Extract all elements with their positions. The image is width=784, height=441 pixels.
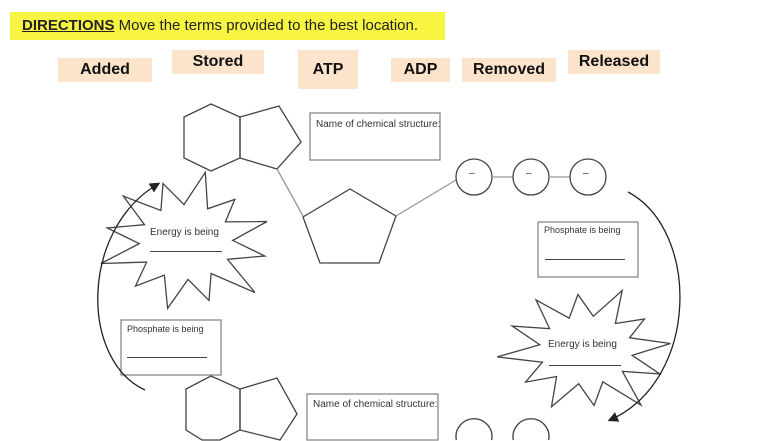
phosphate-label-left: Phosphate is being — [127, 324, 204, 334]
bond-line — [395, 179, 457, 217]
energy-starburst-left — [100, 170, 268, 311]
adenine-hexagon-bottom — [185, 375, 241, 441]
phosphate-blank-left[interactable] — [127, 357, 207, 358]
term-added[interactable]: Added — [58, 58, 152, 82]
phosphate-circle — [512, 418, 550, 441]
phosphate-symbol: – — [583, 168, 589, 179]
directions-body: Move the terms provided to the best loca… — [114, 17, 419, 34]
energy-label-right: Energy is being — [548, 339, 617, 350]
phosphate-symbol: – — [526, 168, 532, 179]
phosphate-blank-right[interactable] — [545, 259, 625, 260]
directions-banner: DIRECTIONS Move the terms provided to th… — [10, 12, 445, 40]
adenine-pentagon-bottom — [239, 377, 298, 441]
phosphate-box-right[interactable] — [537, 221, 639, 278]
directions-heading: DIRECTIONS — [22, 17, 115, 34]
ribose-pentagon — [302, 188, 397, 264]
cycle-arrow-left — [97, 182, 161, 391]
phosphate-circle — [455, 418, 493, 441]
term-released[interactable]: Released — [568, 50, 660, 74]
directions-text: DIRECTIONS Move the terms provided to th… — [22, 17, 418, 34]
adenine-pentagon-top — [239, 105, 302, 170]
phosphate-label-right: Phosphate is being — [544, 225, 621, 235]
term-removed[interactable]: Removed — [462, 58, 556, 82]
energy-label-left: Energy is being — [150, 227, 219, 238]
name-box-top[interactable] — [309, 112, 441, 161]
term-stored[interactable]: Stored — [172, 50, 264, 74]
phosphate-box-left[interactable] — [120, 319, 222, 376]
phosphate-symbol: – — [469, 168, 475, 179]
cycle-arrow-right — [607, 191, 681, 422]
term-adp[interactable]: ADP — [391, 58, 450, 82]
adenine-hexagon-top — [183, 103, 241, 172]
energy-starburst-right — [497, 288, 671, 409]
name-label-bottom: Name of chemical structure: — [313, 399, 438, 410]
name-label-top: Name of chemical structure: — [316, 119, 441, 130]
term-atp[interactable]: ATP — [298, 50, 358, 89]
name-box-bottom[interactable] — [306, 393, 439, 441]
phosphate-circle — [569, 158, 607, 196]
bond-line — [276, 168, 304, 217]
energy-blank-right[interactable] — [549, 365, 621, 366]
energy-blank-left[interactable] — [150, 251, 222, 252]
